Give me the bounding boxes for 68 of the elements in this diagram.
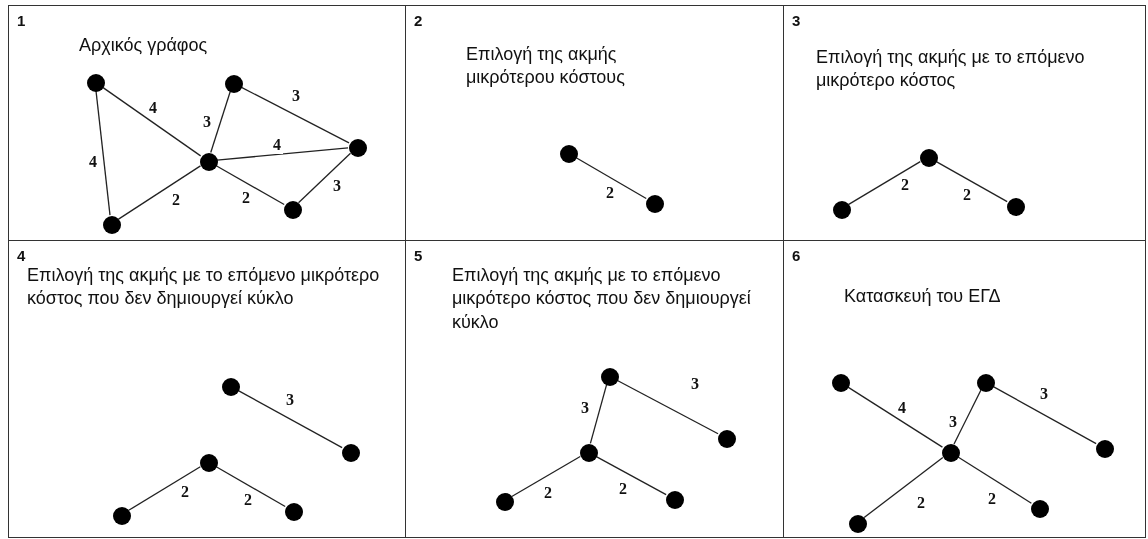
step-caption: Επιλογή της ακμής με το επόμενο μικρότερο κόστος που δεν δημιουργεί κύκλο (452, 264, 752, 334)
graph-edge (240, 86, 350, 144)
graph-edge (956, 456, 1033, 504)
graph-vertex (1096, 440, 1114, 458)
step-caption: Επιλογή της ακμής μικρότερου κόστους (466, 43, 626, 90)
step-panel (8, 240, 406, 538)
graph-edge (215, 164, 285, 206)
graph-edge (297, 152, 352, 204)
graph-vertex (833, 201, 851, 219)
step-caption: Κατασκευή του ΕΓΔ (844, 285, 1002, 308)
graph-edge (210, 90, 231, 154)
graph-edge (848, 160, 921, 206)
graph-vertex (942, 444, 960, 462)
graph-vertex (977, 374, 995, 392)
graph-vertex (920, 149, 938, 167)
graph-vertex (1007, 198, 1025, 216)
step-number: 6 (792, 247, 801, 264)
graph-edge (117, 165, 202, 220)
graph-vertex (849, 515, 867, 533)
graph-vertex (580, 444, 598, 462)
step-panel (783, 240, 1146, 538)
graph-vertex (1031, 500, 1049, 518)
edge-weight: 4 (896, 399, 908, 417)
graph-vertex (285, 503, 303, 521)
graph-vertex (113, 507, 131, 525)
step-panel (8, 5, 406, 241)
step-number: 2 (414, 12, 423, 29)
graph-edge (935, 160, 1008, 203)
graph-edge (953, 389, 982, 445)
step-caption: Επιλογή της ακμής με το επόμενο μικρότερο κόστος (816, 46, 1086, 93)
step-number: 4 (17, 247, 26, 264)
graph-vertex (832, 374, 850, 392)
graph-edge (95, 90, 111, 216)
graph-vertex (87, 74, 105, 92)
graph-edge (846, 386, 944, 448)
graph-edge (863, 456, 944, 519)
step-caption: Επιλογή της ακμής με το επόμενο μικρότερο κόστος που δεν δημιουργεί κύκλο (27, 264, 381, 311)
graph-vertex (718, 430, 736, 448)
graph-edge (215, 465, 286, 508)
graph-vertex (200, 454, 218, 472)
graph-edge (575, 156, 647, 200)
graph-vertex (200, 153, 218, 171)
graph-edge (992, 385, 1097, 445)
graph-vertex (284, 201, 302, 219)
graph-vertex (222, 378, 240, 396)
graph-edge (616, 379, 719, 435)
edge-weight: 4 (271, 136, 283, 154)
graph-vertex (496, 493, 514, 511)
graph-vertex (666, 491, 684, 509)
graph-vertex (225, 75, 243, 93)
graph-edge (101, 86, 202, 157)
graph-edge (237, 389, 343, 449)
graph-edge (589, 384, 608, 444)
step-panel (783, 5, 1146, 241)
graph-vertex (342, 444, 360, 462)
graph-vertex (103, 216, 121, 234)
graph-edge (216, 147, 349, 161)
step-caption: Αρχικός γράφος (79, 34, 209, 57)
step-number: 1 (17, 12, 26, 29)
graph-vertex (349, 139, 367, 157)
graph-vertex (646, 195, 664, 213)
step-number: 3 (792, 12, 801, 29)
graph-edge (595, 455, 667, 496)
graph-edge (128, 466, 201, 511)
graph-edge (511, 455, 581, 498)
graph-vertex (601, 368, 619, 386)
graph-vertex (560, 145, 578, 163)
step-number: 5 (414, 247, 423, 264)
